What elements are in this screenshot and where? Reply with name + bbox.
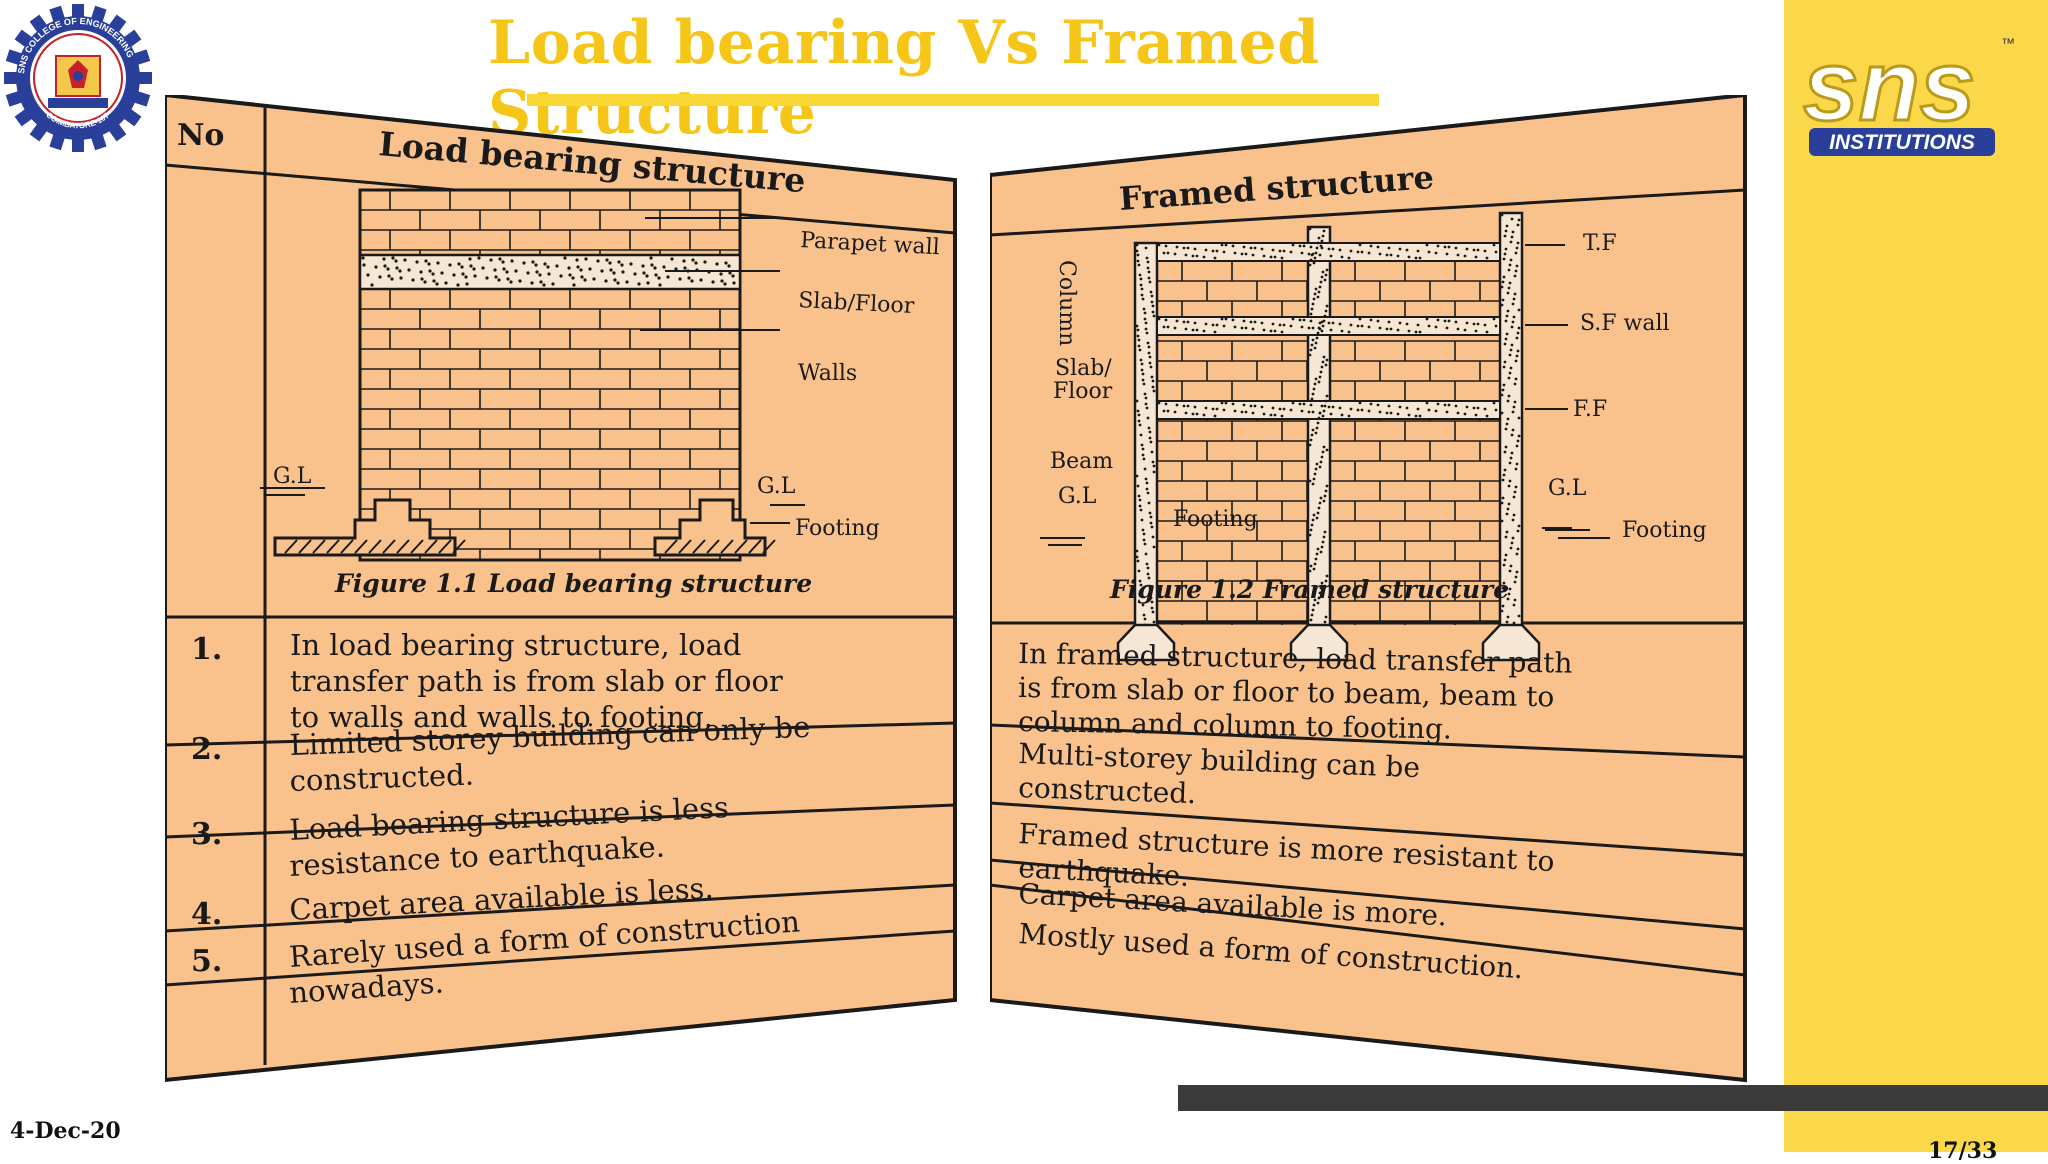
row-number: 4.: [191, 897, 222, 932]
svg-text:INSTITUTIONS: INSTITUTIONS: [1829, 131, 1975, 154]
row-number: 3.: [191, 817, 222, 852]
framed-figure: [1040, 211, 1610, 662]
label-footing-right: Footing: [1622, 518, 1707, 543]
svg-text:™: ™: [2001, 35, 2015, 51]
label-sf-wall: S.F wall: [1580, 311, 1670, 336]
load-bearing-panel: No Load bearing structure Parapet wall S…: [165, 95, 957, 1083]
framed-row-text: column and column to footing.: [1018, 705, 1452, 746]
label-gl-right: G.L: [1548, 476, 1587, 501]
slide-title: Load bearing Vs Framed Structure: [488, 8, 1320, 148]
label-footing: Footing: [795, 516, 880, 541]
row-number: 5.: [191, 944, 222, 979]
label-gl-left: G.L: [273, 464, 312, 489]
label-gl-left: G.L: [1058, 484, 1097, 509]
label-ff: F.F: [1573, 397, 1607, 422]
framed-row-text: constructed.: [1018, 771, 1197, 810]
sns-institutions-logo: sns ™ INSTITUTIONS: [1802, 29, 2015, 156]
load-bearing-row-text: transfer path is from slab or floor: [290, 664, 783, 698]
label-beam: Beam: [1050, 449, 1113, 474]
row-number: 2.: [191, 732, 222, 767]
label-slab-floor: Slab/Floor: [798, 288, 916, 319]
label-slab-line2: Floor: [1053, 379, 1113, 404]
load-bearing-figure: [260, 188, 805, 562]
framed-caption: Figure 1.2 Framed structure: [1109, 575, 1509, 604]
no-header: No: [177, 118, 224, 153]
label-gl-right: G.L: [757, 474, 796, 499]
label-tf: T.F: [1583, 231, 1617, 256]
slide-date: 4-Dec-20: [10, 1118, 121, 1144]
load-bearing-row-text: constructed.: [289, 758, 474, 798]
label-footing-mid: Footing: [1173, 507, 1258, 532]
footer-bar: [1178, 1085, 2048, 1111]
college-logo: SNS COLLEGE OF ENGINEERING COIMBATORE-10…: [4, 4, 152, 152]
row-number: 1.: [191, 632, 222, 667]
label-slab-line1: Slab/: [1055, 356, 1112, 381]
svg-text:sns: sns: [1803, 30, 1975, 142]
load-bearing-row-text: to walls and walls to footing.: [290, 700, 713, 734]
label-walls: Walls: [798, 361, 857, 386]
title-underline: [527, 94, 1379, 106]
accent-band: [1784, 0, 2048, 1152]
framed-panel: Framed structure Column Slab/ Floor Beam…: [990, 95, 1747, 1083]
load-bearing-caption: Figure 1.1 Load bearing structure: [334, 569, 812, 598]
load-bearing-row-text: In load bearing structure, load: [290, 628, 741, 662]
page-number: 17/33: [1928, 1138, 1998, 1164]
label-column: Column: [1054, 260, 1079, 346]
